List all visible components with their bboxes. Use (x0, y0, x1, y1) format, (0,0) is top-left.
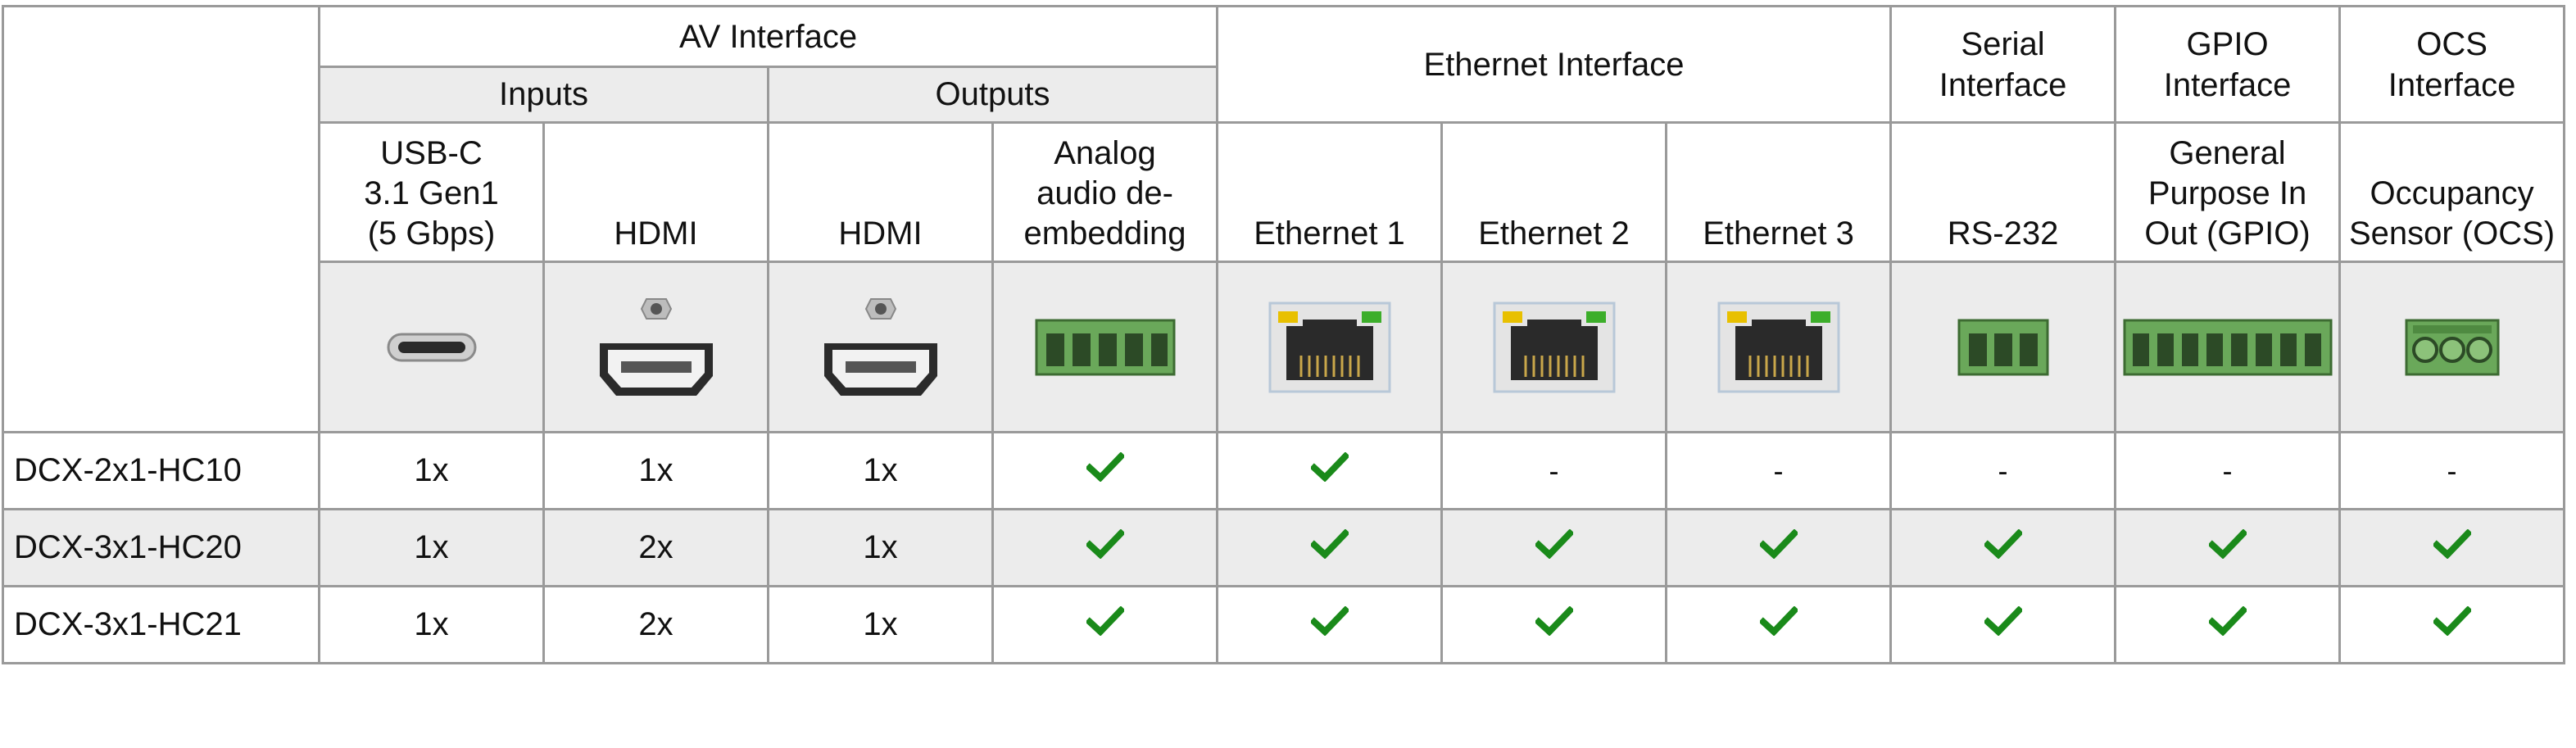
check-icon (1440, 585, 1668, 664)
check-icon (991, 508, 1219, 587)
check-icon (2114, 508, 2342, 587)
check-icon (991, 585, 1219, 664)
row-model-label: DCX-3x1-HC20 (2, 508, 320, 587)
not-available-dash: - (1440, 431, 1668, 510)
port-header-analog-audio: Analog audio de- embedding (991, 121, 1219, 263)
rj45-port-icon (1440, 261, 1668, 433)
rj45-port-icon (1216, 261, 1444, 433)
port-header-usbc: USB-C 3.1 Gen1 (5 Gbps) (318, 121, 545, 263)
feature-comparison-table: AV Interface Ethernet Interface Serial I… (2, 5, 2566, 664)
not-available-dash: - (2114, 431, 2342, 510)
check-icon (2338, 585, 2566, 664)
port-count-value: 2x (542, 508, 769, 587)
hdmi-port-icon (767, 261, 994, 433)
port-count-value: 1x (767, 431, 994, 510)
rj45-port-icon (1665, 261, 1893, 433)
port-header-ethernet-2: Ethernet 2 (1440, 121, 1668, 263)
port-header-hdmi-out: HDMI (767, 121, 994, 263)
port-count-value: 1x (318, 585, 545, 664)
group-header-ethernet: Ethernet Interface (1216, 5, 1893, 124)
row-model-label: DCX-3x1-HC21 (2, 585, 320, 664)
terminal-block-8pin-icon (2114, 261, 2342, 433)
port-count-value: 1x (542, 431, 769, 510)
terminal-block-3pin-round-icon (2338, 261, 2566, 433)
port-header-ethernet-1: Ethernet 1 (1216, 121, 1444, 263)
check-icon (1665, 585, 1893, 664)
subgroup-header-inputs: Inputs (318, 66, 769, 124)
check-icon (2114, 585, 2342, 664)
check-icon (1216, 585, 1444, 664)
check-icon (1216, 508, 1444, 587)
group-header-serial: Serial Interface (1889, 5, 2117, 124)
port-count-value: 1x (767, 508, 994, 587)
row-model-label: DCX-2x1-HC10 (2, 431, 320, 510)
port-count-value: 1x (767, 585, 994, 664)
not-available-dash: - (1665, 431, 1893, 510)
corner-cell (2, 5, 320, 433)
port-header-ethernet-3: Ethernet 3 (1665, 121, 1893, 263)
port-header-gpio: General Purpose In Out (GPIO) (2114, 121, 2342, 263)
subgroup-header-outputs: Outputs (766, 66, 1219, 124)
port-count-value: 1x (318, 508, 545, 587)
terminal-block-3pin-icon (1889, 261, 2117, 433)
port-count-value: 2x (542, 585, 769, 664)
port-header-ocs: Occupancy Sensor (OCS) (2338, 121, 2566, 263)
group-header-av: AV Interface (317, 5, 1219, 68)
check-icon (1440, 508, 1668, 587)
check-icon (1889, 585, 2117, 664)
check-icon (2338, 508, 2566, 587)
check-icon (1889, 508, 2117, 587)
port-count-value: 1x (318, 431, 545, 510)
terminal-block-5pin-icon (991, 261, 1219, 433)
not-available-dash: - (1889, 431, 2117, 510)
check-icon (1665, 508, 1893, 587)
port-header-hdmi-in: HDMI (542, 121, 769, 263)
check-icon (1216, 431, 1444, 510)
hdmi-port-icon (542, 261, 769, 433)
check-icon (991, 431, 1219, 510)
not-available-dash: - (2338, 431, 2566, 510)
group-header-gpio: GPIO Interface (2114, 5, 2342, 124)
usb-c-port-icon (318, 261, 545, 433)
port-header-rs232: RS-232 (1889, 121, 2117, 263)
group-header-ocs: OCS Interface (2338, 5, 2566, 124)
